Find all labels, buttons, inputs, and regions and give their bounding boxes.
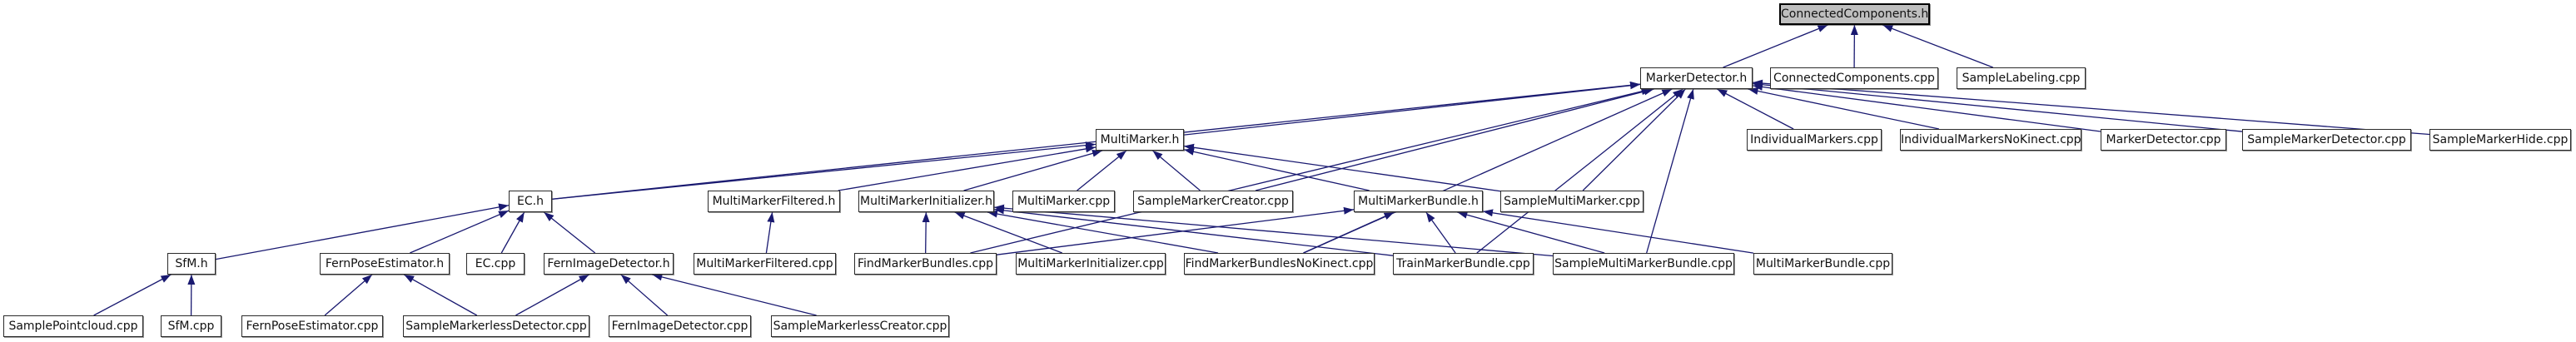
node-ec-cpp[interactable]: EC.cpp bbox=[466, 253, 525, 275]
node-multimarkerinitializer-h[interactable]: MultiMarkerInitializer.h bbox=[858, 191, 994, 212]
node-samplemultimarker-cpp[interactable]: SampleMultiMarker.cpp bbox=[1500, 191, 1644, 212]
edge-fernimagedetector-cpp-to-fernimagedetector-h bbox=[620, 274, 669, 316]
edge-findmarkerbundles-cpp-to-markerdetector-h bbox=[970, 87, 1652, 254]
node-samplemarkerdetector-cpp[interactable]: SampleMarkerDetector.cpp bbox=[2242, 129, 2411, 151]
edge-samplemultimarker-cpp-to-multimarker-h bbox=[1183, 143, 1501, 192]
edge-samplemarkerlesscreator-cpp-to-fernimagedetector-h bbox=[652, 273, 817, 316]
node-connectedcomponents-cpp[interactable]: ConnectedComponents.cpp bbox=[1770, 67, 1938, 89]
edge-findmarkerbundles-cpp-to-multimarkerbundle-h bbox=[996, 206, 1355, 255]
node-multimarkerinitializer-cpp[interactable]: MultiMarkerInitializer.cpp bbox=[1016, 253, 1166, 275]
edge-multimarkerfiltered-h-to-multimarker-h bbox=[838, 145, 1097, 191]
node-individualmarkersnokinect-cpp[interactable]: IndividualMarkersNoKinect.cpp bbox=[1900, 129, 2081, 151]
node-fernposeestimator-h[interactable]: FernPoseEstimator.h bbox=[320, 253, 450, 275]
node-findmarkerbundlesnokinect-cpp[interactable]: FindMarkerBundlesNoKinect.cpp bbox=[1184, 253, 1375, 275]
node-samplemarkerlessdetector-cpp[interactable]: SampleMarkerlessDetector.cpp bbox=[403, 315, 589, 337]
node-samplemultimarkerbundle-cpp[interactable]: SampleMultiMarkerBundle.cpp bbox=[1553, 253, 1734, 275]
edge-individualmarkersnokinect-cpp-to-markerdetector-h bbox=[1748, 87, 1940, 130]
edge-fernposeestimator-cpp-to-fernposeestimator-h bbox=[324, 274, 373, 316]
edge-markerdetector-cpp-to-markerdetector-h bbox=[1752, 83, 2101, 132]
edge-fernimagedetector-h-to-ec-h bbox=[543, 211, 596, 254]
node-multimarkerfiltered-h[interactable]: MultiMarkerFiltered.h bbox=[708, 191, 840, 212]
node-multimarkerfiltered-cpp[interactable]: MultiMarkerFiltered.cpp bbox=[694, 253, 836, 275]
edge-multimarker-cpp-to-multimarker-h bbox=[1077, 150, 1127, 191]
node-markerdetector-cpp[interactable]: MarkerDetector.cpp bbox=[2101, 129, 2226, 151]
edge-samplepointcloud-cpp-to-sfm-h bbox=[93, 274, 172, 316]
edge-samplemarkercreator-cpp-to-multimarker-h bbox=[1152, 150, 1201, 191]
edge-samplelabeling-cpp-to-connectedcomponents-h bbox=[1882, 24, 1993, 68]
node-fernposeestimator-cpp[interactable]: FernPoseEstimator.cpp bbox=[241, 315, 383, 337]
edge-samplemarkercreator-cpp-to-markerdetector-h bbox=[1255, 87, 1654, 191]
edge-ec-h-to-multimarker-h bbox=[551, 141, 1097, 201]
edge-multimarkerbundle-cpp-to-multimarkerbundle-h bbox=[1482, 209, 1754, 254]
edge-trainmarkerbundle-cpp-to-multimarkerinitializer-h bbox=[993, 206, 1394, 256]
edge-samplemarkerdetector-cpp-to-markerdetector-h bbox=[1752, 81, 2243, 132]
node-connectedcomponents-h: ConnectedComponents.h bbox=[1779, 3, 1930, 25]
edge-samplemultimarkerbundle-cpp-to-multimarkerbundle-h bbox=[1457, 211, 1605, 254]
edge-samplemultimarker-cpp-to-markerdetector-h bbox=[1582, 88, 1686, 191]
edge-ec-cpp-to-ec-h bbox=[500, 211, 525, 254]
edge-samplemarkerhide-cpp-to-markerdetector-h bbox=[1752, 79, 2430, 136]
edge-samplemarkerlessdetector-cpp-to-fernposeestimator-h bbox=[403, 274, 478, 316]
edge-sfm-h-to-ec-h bbox=[215, 203, 510, 260]
node-sfm-cpp[interactable]: SfM.cpp bbox=[161, 315, 221, 337]
node-trainmarkerbundle-cpp[interactable]: TrainMarkerBundle.cpp bbox=[1393, 253, 1534, 275]
edge-multimarkerfiltered-cpp-to-multimarkerfiltered-h bbox=[765, 211, 775, 254]
node-fernimagedetector-h[interactable]: FernImageDetector.h bbox=[544, 253, 674, 275]
edge-multimarker-h-to-markerdetector-h bbox=[1183, 82, 1641, 136]
node-ec-h[interactable]: EC.h bbox=[509, 191, 552, 212]
node-samplepointcloud-cpp[interactable]: SamplePointcloud.cpp bbox=[3, 315, 143, 337]
edge-samplemultimarkerbundle-cpp-to-markerdetector-h bbox=[1646, 88, 1694, 254]
edge-markerdetector-h-to-connectedcomponents-h bbox=[1723, 24, 1828, 68]
node-samplemarkerlesscreator-cpp[interactable]: SampleMarkerlessCreator.cpp bbox=[771, 315, 949, 337]
edge-trainmarkerbundle-cpp-to-markerdetector-h bbox=[1476, 88, 1683, 254]
node-sfm-h[interactable]: SfM.h bbox=[167, 253, 216, 275]
edge-multimarkerinitializer-h-to-multimarker-h bbox=[963, 150, 1103, 191]
edge-samplemarkerlessdetector-cpp-to-fernimagedetector-h bbox=[515, 274, 589, 316]
node-multimarkerbundle-h[interactable]: MultiMarkerBundle.h bbox=[1354, 191, 1483, 212]
edge-findmarkerbundlesnokinect-cpp-to-multimarkerbundle-h bbox=[1303, 211, 1395, 254]
node-samplelabeling-cpp[interactable]: SampleLabeling.cpp bbox=[1957, 67, 2086, 89]
edge-fernposeestimator-h-to-ec-h bbox=[410, 210, 510, 254]
edge-multimarkerinitializer-cpp-to-multimarkerinitializer-h bbox=[954, 211, 1062, 254]
edge-findmarkerbundlesnokinect-cpp-to-multimarkerinitializer-h bbox=[987, 210, 1219, 254]
node-samplemarkercreator-cpp[interactable]: SampleMarkerCreator.cpp bbox=[1133, 191, 1293, 212]
edge-trainmarkerbundle-cpp-to-multimarkerbundle-h bbox=[1425, 211, 1456, 254]
node-multimarker-h[interactable]: MultiMarker.h bbox=[1096, 129, 1184, 151]
node-findmarkerbundles-cpp[interactable]: FindMarkerBundles.cpp bbox=[854, 253, 997, 275]
node-markerdetector-h[interactable]: MarkerDetector.h bbox=[1640, 67, 1753, 89]
edge-samplemultimarkerbundle-cpp-to-multimarkerinitializer-h bbox=[993, 204, 1554, 257]
node-multimarkerbundle-cpp[interactable]: MultiMarkerBundle.cpp bbox=[1753, 253, 1892, 275]
node-fernimagedetector-cpp[interactable]: FernImageDetector.cpp bbox=[609, 315, 751, 337]
node-samplemarkerhide-cpp[interactable]: SampleMarkerHide.cpp bbox=[2429, 129, 2571, 151]
edge-multimarkerbundle-h-to-multimarker-h bbox=[1183, 147, 1370, 191]
edge-findmarkerbundles-cpp-to-multimarkerinitializer-h bbox=[922, 211, 930, 254]
node-individualmarkers-cpp[interactable]: IndividualMarkers.cpp bbox=[1747, 129, 1882, 151]
node-multimarker-cpp[interactable]: MultiMarker.cpp bbox=[1012, 191, 1115, 212]
edge-individualmarkers-cpp-to-markerdetector-h bbox=[1717, 88, 1794, 130]
